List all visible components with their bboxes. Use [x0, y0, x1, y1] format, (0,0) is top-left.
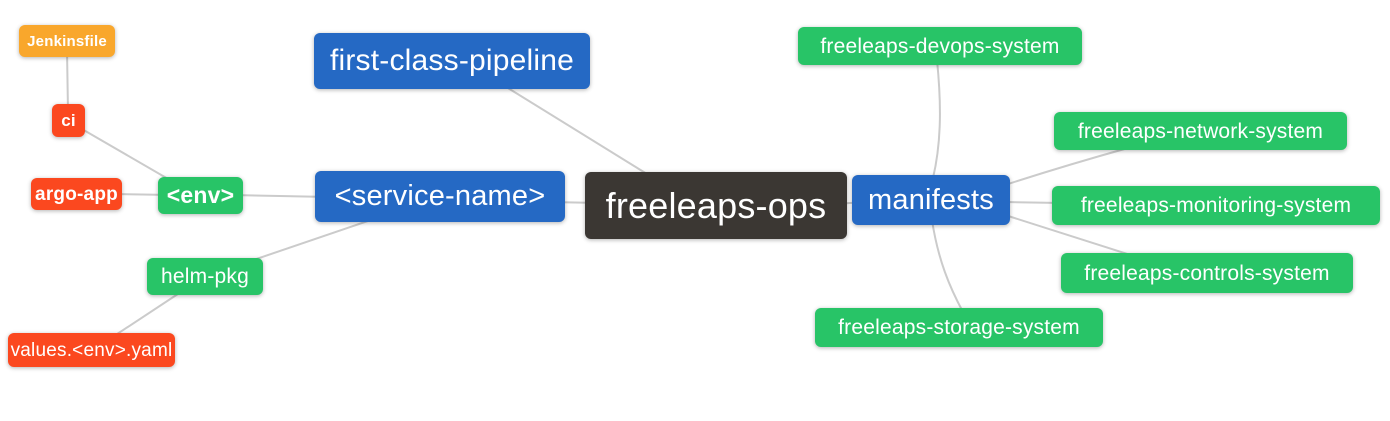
edge-jenkinsfile-ci — [66, 49, 69, 113]
node-helm-pkg[interactable]: helm-pkg — [147, 258, 263, 295]
node-env[interactable]: <env> — [158, 177, 243, 214]
node-first-class-pipeline[interactable]: first-class-pipeline — [314, 33, 590, 89]
node-manifests[interactable]: manifests — [852, 175, 1010, 225]
node-freeleaps-network-system[interactable]: freeleaps-network-system — [1054, 112, 1347, 150]
node-freeleaps-devops-system[interactable]: freeleaps-devops-system — [798, 27, 1082, 65]
node-service-name[interactable]: <service-name> — [315, 171, 565, 222]
node-freeleaps-storage-system[interactable]: freeleaps-storage-system — [815, 308, 1103, 347]
edge-ci-env — [74, 124, 183, 188]
node-values-env-yaml[interactable]: values.<env>.yaml — [8, 333, 175, 367]
edge-manifests-storage — [931, 219, 964, 313]
node-ci[interactable]: ci — [52, 104, 85, 137]
edge-manifests-controls — [1004, 214, 1141, 259]
node-argo-app[interactable]: argo-app — [31, 178, 122, 210]
node-freeleaps-monitoring-system[interactable]: freeleaps-monitoring-system — [1052, 186, 1380, 225]
edge-manifests-network — [1004, 147, 1129, 186]
edge-env-service-name — [231, 194, 331, 198]
edge-manifests-devops — [932, 59, 941, 179]
node-root-freeleaps-ops[interactable]: freeleaps-ops — [585, 172, 847, 239]
node-jenkinsfile[interactable]: Jenkinsfile — [19, 25, 115, 57]
edge-pipeline-root — [494, 79, 661, 183]
node-freeleaps-controls-system[interactable]: freeleaps-controls-system — [1061, 253, 1353, 293]
